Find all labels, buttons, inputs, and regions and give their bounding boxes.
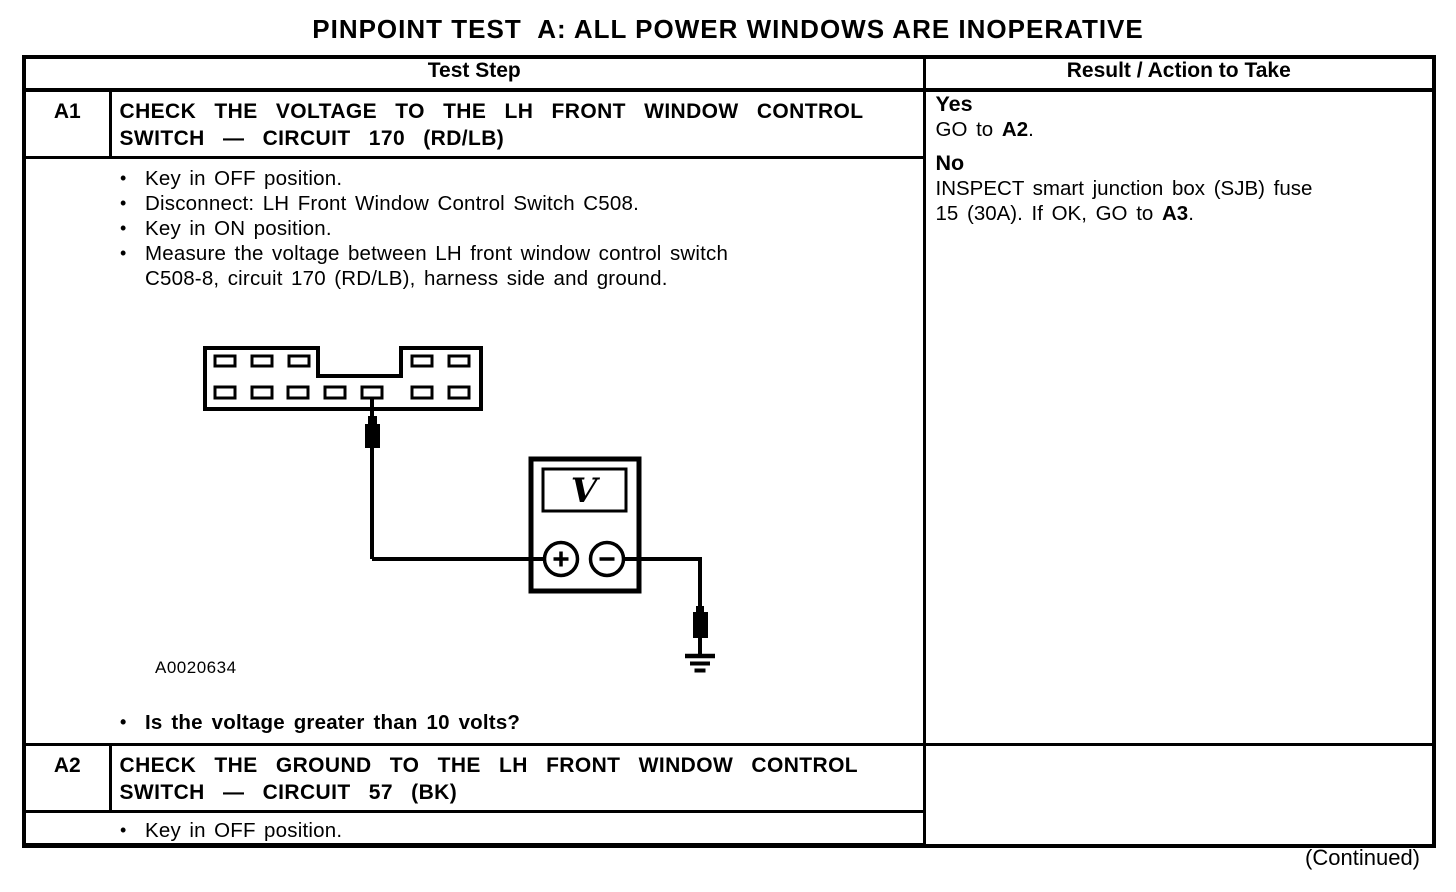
bullet-icon: • (120, 712, 127, 732)
test-question: • Is the voltage greater than 10 volts? (26, 710, 520, 735)
list-item: • Measure the voltage between LH front wi… (26, 241, 923, 291)
list-item: • Key in ON position. (26, 216, 923, 241)
test-id-a2: A2 (22, 743, 112, 813)
table-row-a2-title: A2 CHECK THE GROUND TO THE LH FRONT WIND… (22, 743, 1436, 847)
instruction-list-a2: • Key in OFF position. (26, 813, 923, 843)
test-step-cell-a2: • Key in OFF position. (22, 810, 926, 848)
table-header-row: Test Step Result / Action to Take (22, 55, 1436, 92)
test-connection-illustration: V (203, 346, 715, 673)
test-id-a1: A1 (22, 88, 112, 159)
result-column-header: Result / Action to Take (922, 55, 1436, 92)
question-text: Is the voltage greater than 10 volts? (145, 711, 521, 734)
connector-icon (203, 346, 483, 411)
page-title: PINPOINT TEST A: ALL POWER WINDOWS ARE I… (312, 14, 1144, 44)
bullet-icon: • (120, 820, 127, 840)
result-no-action: INSPECT smart junction box (SJB) fuse 15… (935, 177, 1313, 225)
connector-pins-top (213, 354, 471, 368)
result-cell-a1: Yes GO to A2. No INSPECT smart junction … (922, 88, 1436, 746)
test-step-cell-a1: • Key in OFF position. • Disconnect: LH Fr… (22, 156, 926, 746)
test-probe-icon (693, 606, 708, 638)
bullet-icon: • (120, 218, 127, 238)
voltmeter-display (541, 467, 628, 513)
table-row-a1-body: • Key in OFF position. • Disconnect: LH Fr… (22, 156, 1434, 746)
result-yes-action: GO to A2. (935, 118, 1034, 141)
test-title-a1: CHECK THE VOLTAGE TO THE LH FRONT WINDOW… (108, 88, 926, 159)
instruction-text: Measure the voltage between LH front win… (145, 242, 729, 290)
instruction-text: Key in ON position. (145, 217, 332, 240)
list-item: • Disconnect: LH Front Window Control Swi… (26, 191, 923, 216)
bullet-icon: • (120, 243, 127, 263)
result-cell-a2 (922, 743, 1436, 847)
list-item: • Key in OFF position. (26, 166, 923, 191)
bullet-icon: • (120, 193, 127, 213)
test-step-column-header: Test Step (22, 55, 926, 92)
ground-symbol-icon (685, 653, 715, 673)
table-row-a1-title: A1 CHECK THE VOLTAGE TO THE LH FRONT WIN… (22, 88, 1436, 746)
instruction-text: Key in OFF position. (145, 819, 343, 842)
test-probe-icon (365, 416, 380, 448)
instruction-text: Disconnect: LH Front Window Control Swit… (145, 192, 640, 215)
result-yes-label: Yes (935, 92, 973, 116)
connector-pins-bottom (213, 385, 471, 400)
continued-note: (Continued) (1305, 845, 1420, 870)
instruction-list-a1: • Key in OFF position. • Disconnect: LH Fr… (26, 159, 923, 291)
voltmeter-label: V (571, 471, 601, 511)
list-item: • Key in OFF position. (26, 818, 923, 843)
bullet-icon: • (120, 168, 127, 188)
result-no-label: No (935, 151, 965, 175)
pinpoint-test-table: Test Step Result / Action to Take A1 CHE… (22, 55, 1436, 848)
figure-label: A0020634 (155, 658, 237, 677)
table-row-a2-body: • Key in OFF position. (22, 810, 1434, 848)
test-title-a2: CHECK THE GROUND TO THE LH FRONT WINDOW … (108, 743, 926, 813)
negative-lead-wire (623, 557, 702, 610)
instruction-text: Key in OFF position. (145, 167, 343, 190)
